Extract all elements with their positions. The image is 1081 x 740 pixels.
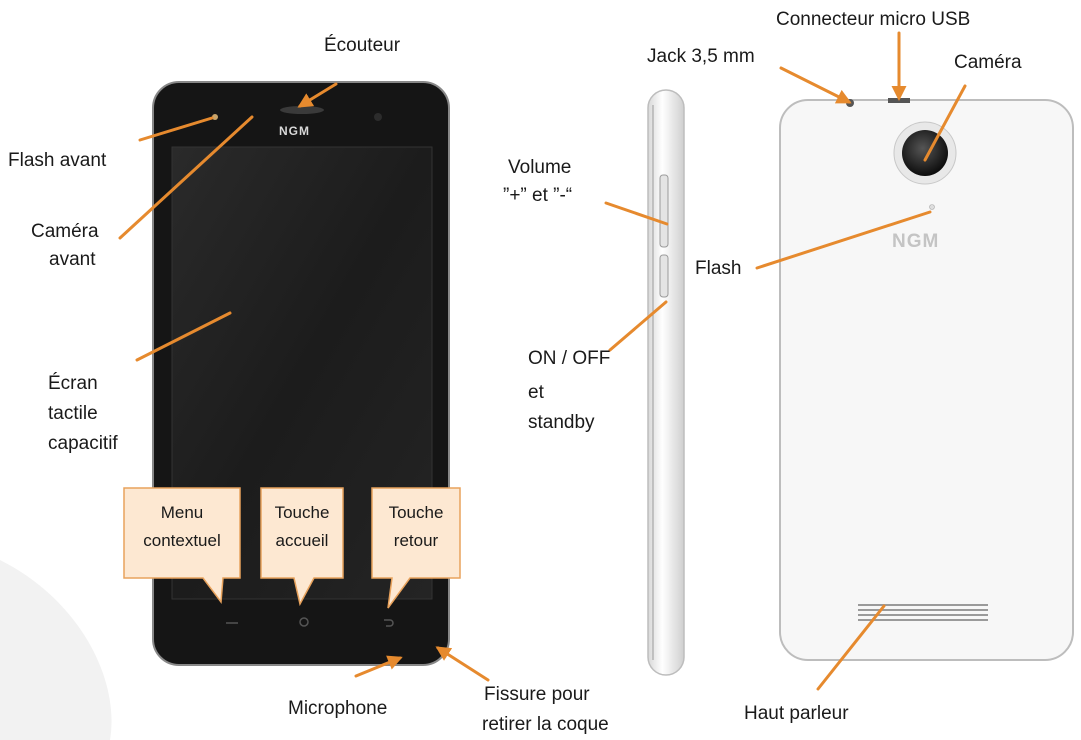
callout-retour-line2: retour <box>393 531 439 550</box>
label-ecran: Écran tactile capacitif <box>48 373 118 455</box>
back-camera-lens <box>902 130 948 176</box>
leader-ecran <box>135 311 232 362</box>
front-flash-dot <box>212 114 218 120</box>
back-brand-logo: NGM <box>892 231 940 252</box>
leader-camera <box>923 84 967 162</box>
label-flash-avant: Flash avant <box>8 150 107 171</box>
callout-retour-line1: Touche <box>388 503 444 522</box>
watermark-shape <box>0 560 112 740</box>
front-camera-dot <box>374 113 382 121</box>
label-fissure-2: retirer la coque <box>482 714 609 735</box>
label-camera: Caméra <box>954 52 1022 73</box>
home-key-dot <box>299 617 309 627</box>
callout-retour <box>371 487 461 609</box>
earpiece-slot <box>280 106 324 114</box>
callout-accueil-line2: accueil <box>275 531 329 550</box>
leader-volume <box>604 201 669 226</box>
label-flash: Flash <box>695 258 742 279</box>
speaker-grille <box>858 604 988 621</box>
label-ecran-2: tactile <box>48 403 98 424</box>
label-volume-1: Volume <box>508 157 572 178</box>
label-volume-2: ”+” et ”-“ <box>503 185 573 206</box>
volume-rocker <box>659 174 669 248</box>
leader-flash-avant <box>138 116 214 142</box>
arrow-fissure <box>435 646 490 682</box>
arrow-jack <box>779 66 852 104</box>
label-camera-avant-1: Caméra <box>31 221 99 242</box>
label-on-off: ON / OFF et standby <box>528 348 610 434</box>
label-fissure: Fissure pour retirer la coque <box>482 684 609 736</box>
side-phone-body <box>647 89 685 676</box>
label-volume: Volume ”+” et ”-“ <box>503 157 572 207</box>
callout-menu-line1: Menu <box>160 503 204 522</box>
arrow-microphone <box>354 655 403 678</box>
label-usb: Connecteur micro USB <box>776 9 971 30</box>
label-ecran-3: capacitif <box>48 433 118 454</box>
callout-accueil-text: Touche accueil <box>261 502 343 552</box>
leader-camera-avant <box>118 115 254 240</box>
side-phone <box>647 89 685 676</box>
callout-accueil-line1: Touche <box>274 503 330 522</box>
label-ecouteur: Écouteur <box>324 35 401 56</box>
leader-flash <box>755 210 932 270</box>
label-fissure-1: Fissure pour <box>484 684 590 705</box>
arrow-ecouteur <box>297 82 338 108</box>
label-haut-parleur: Haut parleur <box>744 703 849 724</box>
label-camera-avant-2: avant <box>49 249 96 270</box>
label-on-off-3: standby <box>528 412 595 433</box>
label-microphone: Microphone <box>288 698 388 719</box>
back-key-mark <box>384 619 394 627</box>
back-flash-dot <box>929 204 935 210</box>
label-camera-avant: Caméra avant <box>31 221 99 271</box>
leader-haut-parleur <box>816 604 886 691</box>
callout-menu-line2: contextuel <box>143 531 221 550</box>
callout-menu <box>123 487 241 605</box>
callout-menu-text: Menu contextuel <box>124 502 240 552</box>
back-phone <box>779 98 1074 661</box>
label-ecran-1: Écran <box>48 373 98 394</box>
back-phone-body <box>779 99 1074 661</box>
leader-on-off <box>608 300 668 352</box>
front-brand-logo: NGM <box>279 124 310 138</box>
power-button <box>659 254 669 298</box>
label-on-off-2: et <box>528 382 544 403</box>
callout-retour-text: Touche retour <box>372 502 460 552</box>
label-jack: Jack 3,5 mm <box>647 46 755 67</box>
label-on-off-1: ON / OFF <box>528 348 611 369</box>
callout-accueil <box>260 487 344 607</box>
